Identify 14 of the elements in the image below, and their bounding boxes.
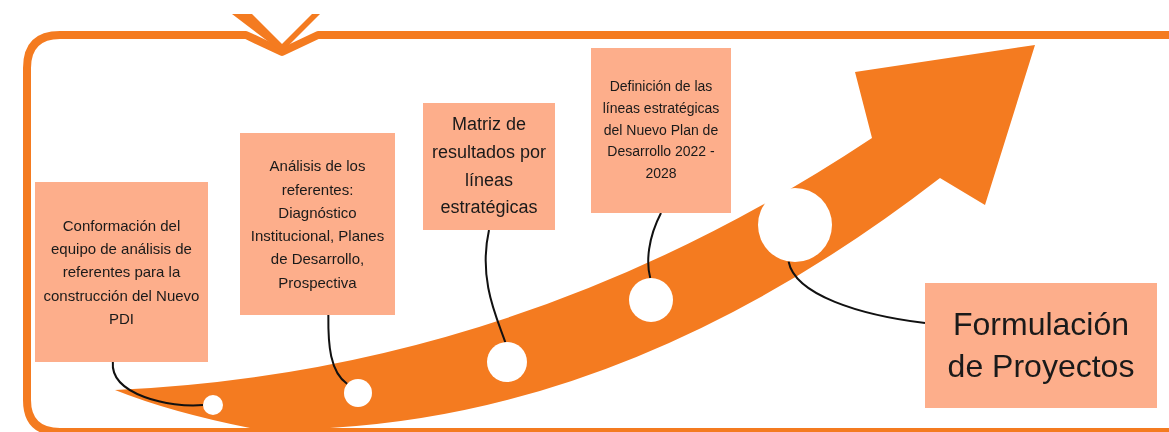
step-box [35,182,208,362]
step-text: Análisis de los referentes: Diagnóstico Institucional, Planes de Desarrollo, Prospectiva [249,156,386,293]
step-text: Definición de las líneas estratégicas del Nuevo Plan de Desarrollo 2022 - 2028 [601,77,721,184]
leader-line [111,361,204,407]
step-box [423,103,555,230]
step-text: Formulación de Proyectos [946,304,1136,386]
leader-line [484,229,507,344]
step-box [591,48,731,213]
step-box [240,133,395,315]
step-text: Matriz de resultados por líneas estratégicas [430,112,548,220]
step-box [925,283,1157,408]
leader-line [647,212,662,279]
leader-line [327,314,349,385]
step-text: Conformación del equipo de análisis de referentes para la construcción del Nuevo PDI [42,215,201,329]
